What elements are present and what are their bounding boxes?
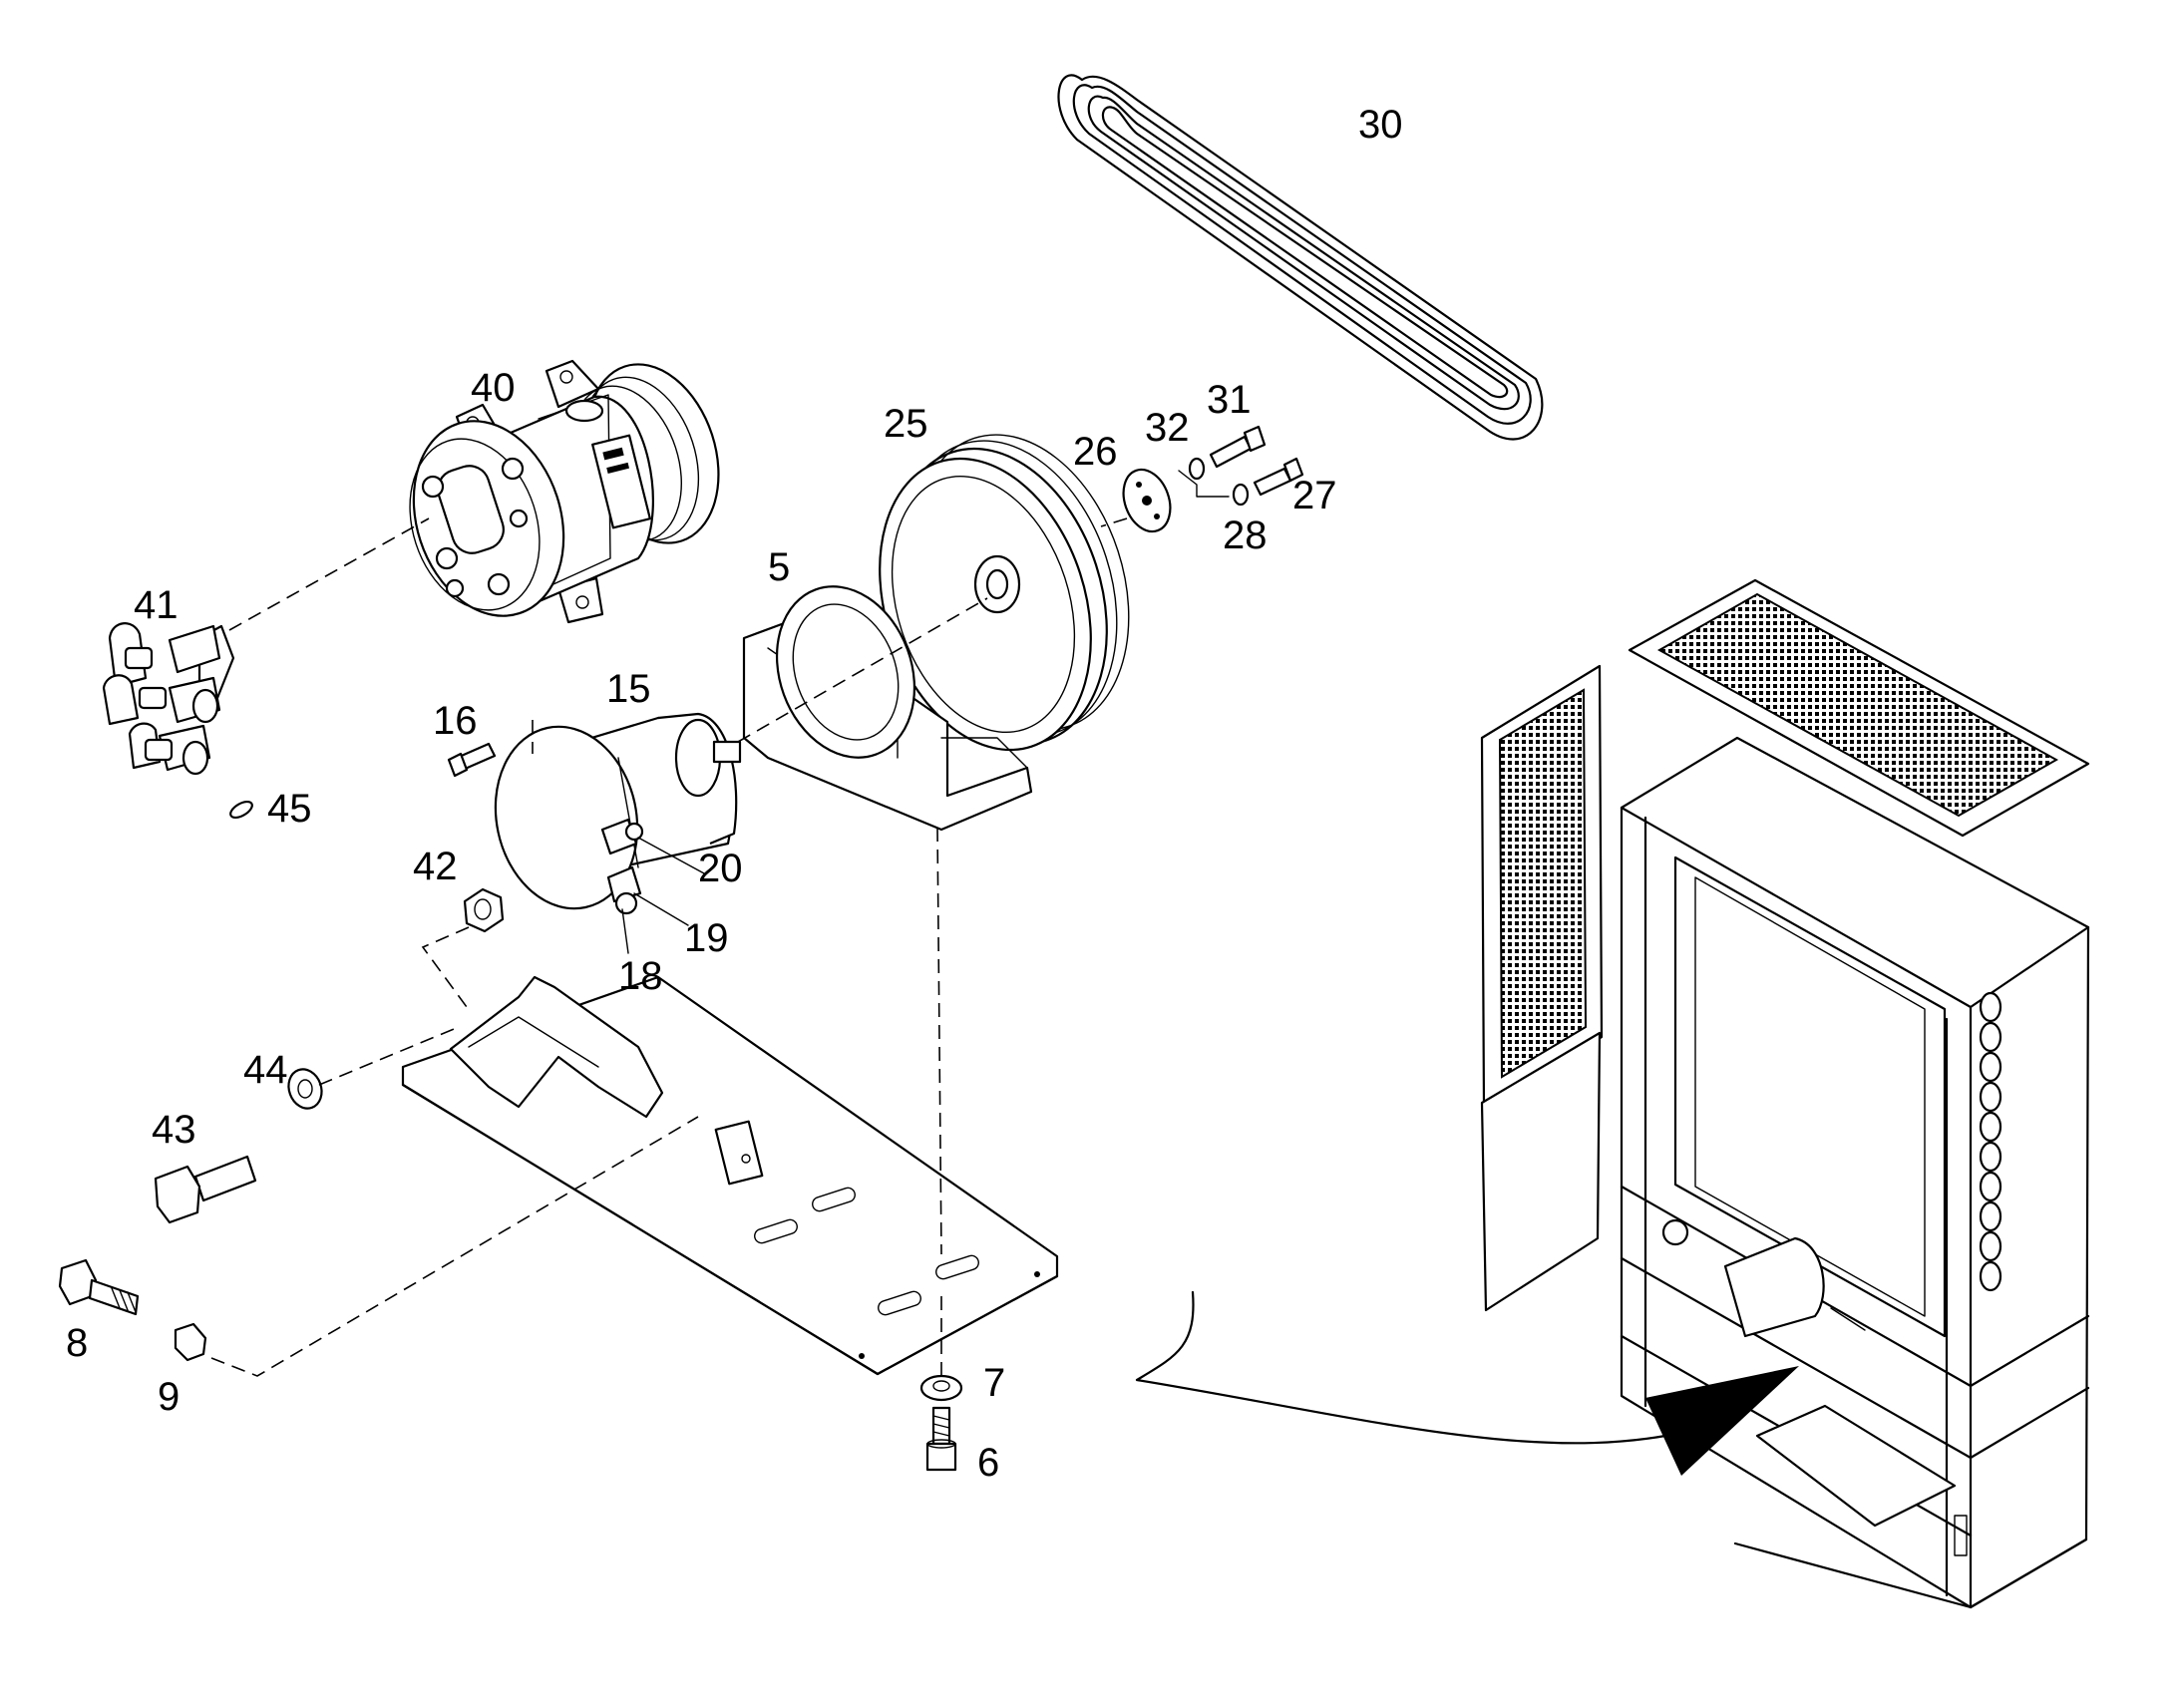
callout-18: 18 bbox=[618, 954, 663, 998]
cabinet-assembly bbox=[1480, 578, 2090, 1609]
bolt-8-part bbox=[58, 1258, 140, 1316]
screw-6-part bbox=[925, 1406, 957, 1472]
callout-16: 16 bbox=[433, 699, 478, 743]
callout-41: 41 bbox=[134, 583, 179, 627]
callout-labels: 30 31 32 27 28 26 25 40 41 45 5 15 16 20… bbox=[66, 103, 1403, 1485]
callout-28: 28 bbox=[1223, 513, 1268, 557]
callout-43: 43 bbox=[152, 1108, 196, 1152]
callout-20: 20 bbox=[698, 847, 743, 890]
base-plate-part bbox=[401, 975, 1059, 1376]
callout-31: 31 bbox=[1207, 378, 1252, 422]
washer-7-part bbox=[919, 1374, 963, 1402]
callout-leaders bbox=[621, 837, 705, 954]
hub-plate-part bbox=[1122, 468, 1172, 533]
callout-27: 27 bbox=[1292, 474, 1337, 517]
washer-44-part bbox=[287, 1068, 323, 1110]
callout-25: 25 bbox=[884, 402, 928, 446]
assembly-leader-lines bbox=[210, 470, 1230, 1382]
callout-15: 15 bbox=[606, 667, 651, 711]
washer-28-part bbox=[1232, 483, 1250, 507]
screw-27-part bbox=[1253, 457, 1304, 497]
v-belt-part bbox=[1057, 74, 1544, 441]
compressor-part bbox=[409, 359, 720, 624]
coil-tubes bbox=[1979, 991, 2002, 1292]
o-ring-part bbox=[229, 800, 253, 820]
bracket-part bbox=[742, 585, 1033, 832]
bolt-43-part bbox=[154, 1155, 257, 1224]
callout-45: 45 bbox=[267, 787, 312, 831]
callout-32: 32 bbox=[1145, 406, 1190, 450]
motor-part bbox=[494, 712, 742, 915]
washer-32-part bbox=[1188, 457, 1206, 481]
callout-19: 19 bbox=[684, 916, 729, 960]
callout-42: 42 bbox=[413, 845, 458, 888]
screw-31-part bbox=[1209, 425, 1267, 469]
callout-30: 30 bbox=[1358, 103, 1403, 147]
callout-40: 40 bbox=[471, 366, 516, 410]
callout-6: 6 bbox=[977, 1441, 999, 1485]
callout-5: 5 bbox=[768, 545, 790, 589]
nut-42-part bbox=[463, 887, 505, 933]
callout-26: 26 bbox=[1073, 430, 1118, 474]
callout-arrow bbox=[1135, 1290, 1799, 1476]
callout-44: 44 bbox=[243, 1048, 288, 1092]
callout-8: 8 bbox=[66, 1321, 88, 1365]
screw-16-part bbox=[447, 742, 497, 778]
callout-7: 7 bbox=[983, 1361, 1005, 1405]
nut-9-part bbox=[174, 1322, 207, 1362]
callout-9: 9 bbox=[158, 1375, 180, 1419]
manifold-part bbox=[102, 622, 235, 776]
